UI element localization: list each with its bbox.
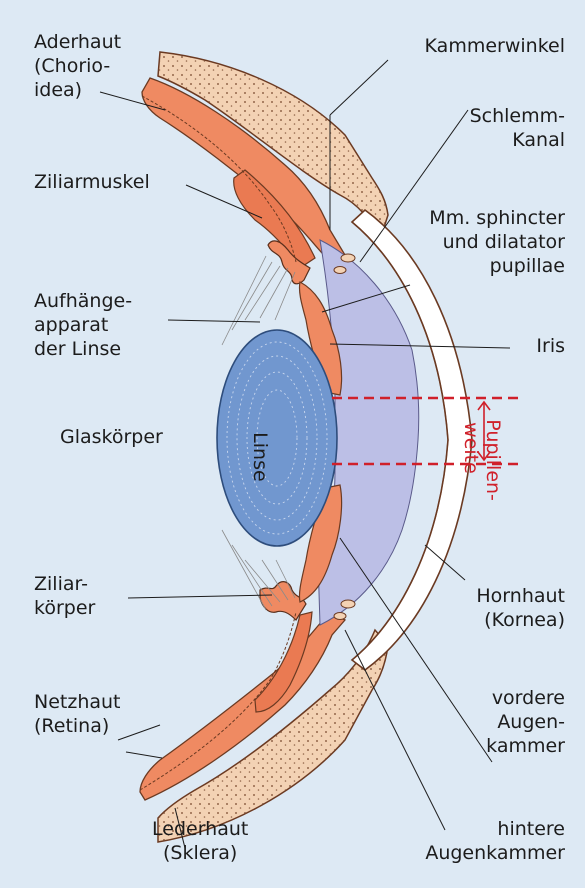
label-kammerwinkel: Kammerwinkel <box>425 34 565 58</box>
label-hintere-augenkammer: hintere Augenkammer <box>425 817 565 865</box>
label-netzhaut: Netzhaut (Retina) <box>34 690 121 738</box>
label-sphincter-dilatator: Mm. sphincter und dilatator pupillae <box>429 206 565 278</box>
label-pupillenweite-text: Pupillen- weite <box>460 419 504 501</box>
label-ziliarmuskel: Ziliarmuskel <box>34 170 150 194</box>
label-aufhaengeapparat: Aufhänge- apparat der Linse <box>34 289 132 361</box>
label-schlemm-kanal: Schlemm- Kanal <box>470 104 565 152</box>
label-aderhaut: Aderhaut (Chorio- idea) <box>34 30 121 102</box>
label-lederhaut: Lederhaut (Sklera) <box>152 817 248 865</box>
label-iris: Iris <box>536 334 565 358</box>
label-glaskoerper: Glaskörper <box>60 425 163 449</box>
label-pupillenweite: Pupillen- weite <box>438 395 526 501</box>
label-linse: Linse <box>224 408 296 482</box>
label-vordere-augenkammer: vordere Augen- kammer <box>486 686 565 758</box>
label-ziliarkoerper: Ziliar- körper <box>34 572 95 620</box>
label-linse-text: Linse <box>249 432 271 482</box>
label-hornhaut: Hornhaut (Kornea) <box>476 584 565 632</box>
